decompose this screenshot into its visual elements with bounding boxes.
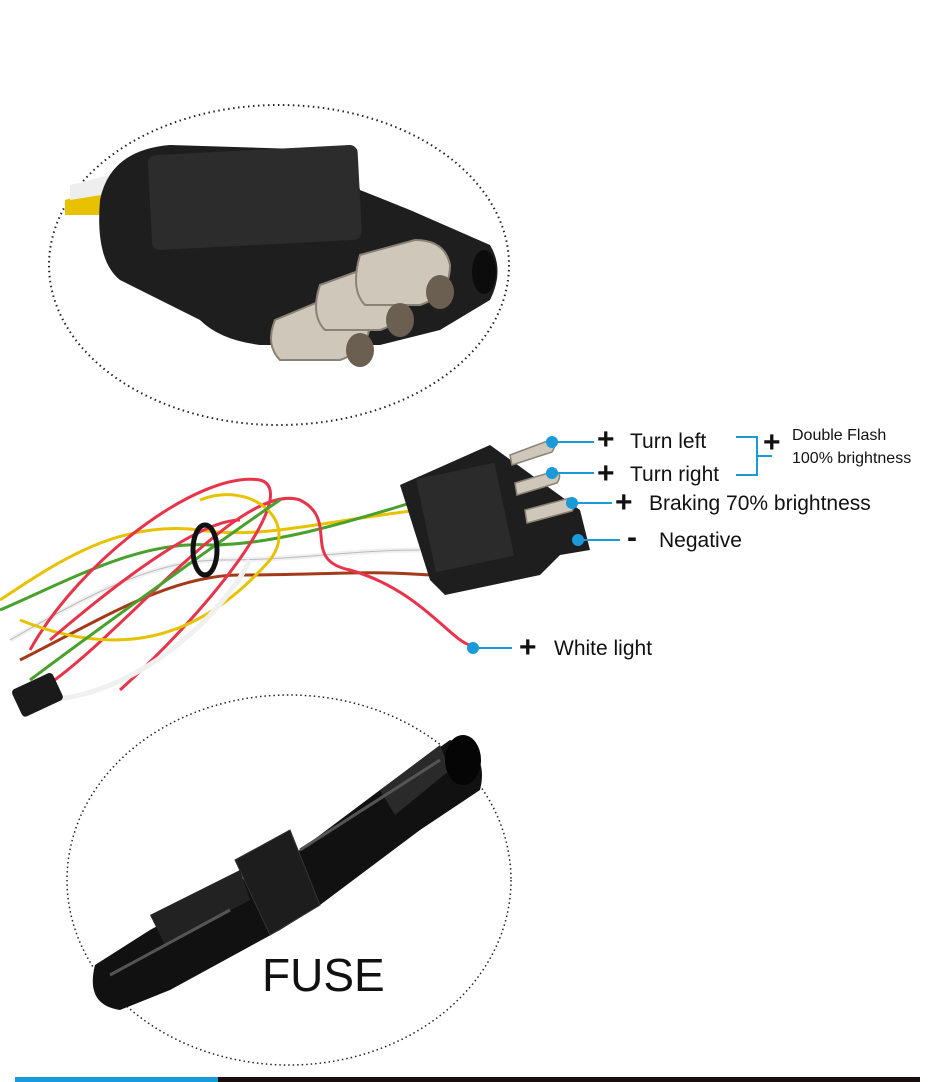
footer-accent-bar (15, 1077, 218, 1082)
white-light-label: White light (554, 637, 653, 660)
connector-closeup (65, 144, 498, 367)
double-flash-line2: 100% brightness (792, 450, 912, 467)
positive-sign: + (597, 423, 615, 456)
fuse-label: FUSE (262, 949, 385, 1001)
double-flash-line1: Double Flash (792, 427, 887, 444)
connector-closeup-frame (48, 104, 510, 426)
positive-sign: + (597, 457, 615, 490)
turn-left-label: Turn left (630, 430, 707, 453)
turn-right-label: Turn right (630, 463, 720, 486)
positive-sign: + (519, 631, 537, 664)
positive-sign: + (615, 486, 633, 519)
positive-sign: + (763, 426, 781, 459)
fuse-closeup-frame (66, 694, 512, 1066)
double-flash-label: Double Flash 100% brightness (792, 424, 911, 470)
braking-label: Braking 70% brightness (649, 492, 871, 515)
negative-label: Negative (659, 529, 742, 552)
wire-harness (0, 477, 471, 703)
connector-main (400, 439, 590, 595)
negative-sign: - (627, 521, 637, 554)
footer-bar (218, 1077, 920, 1082)
callout-lines (467, 436, 772, 654)
fuse-closeup (92, 735, 483, 1010)
